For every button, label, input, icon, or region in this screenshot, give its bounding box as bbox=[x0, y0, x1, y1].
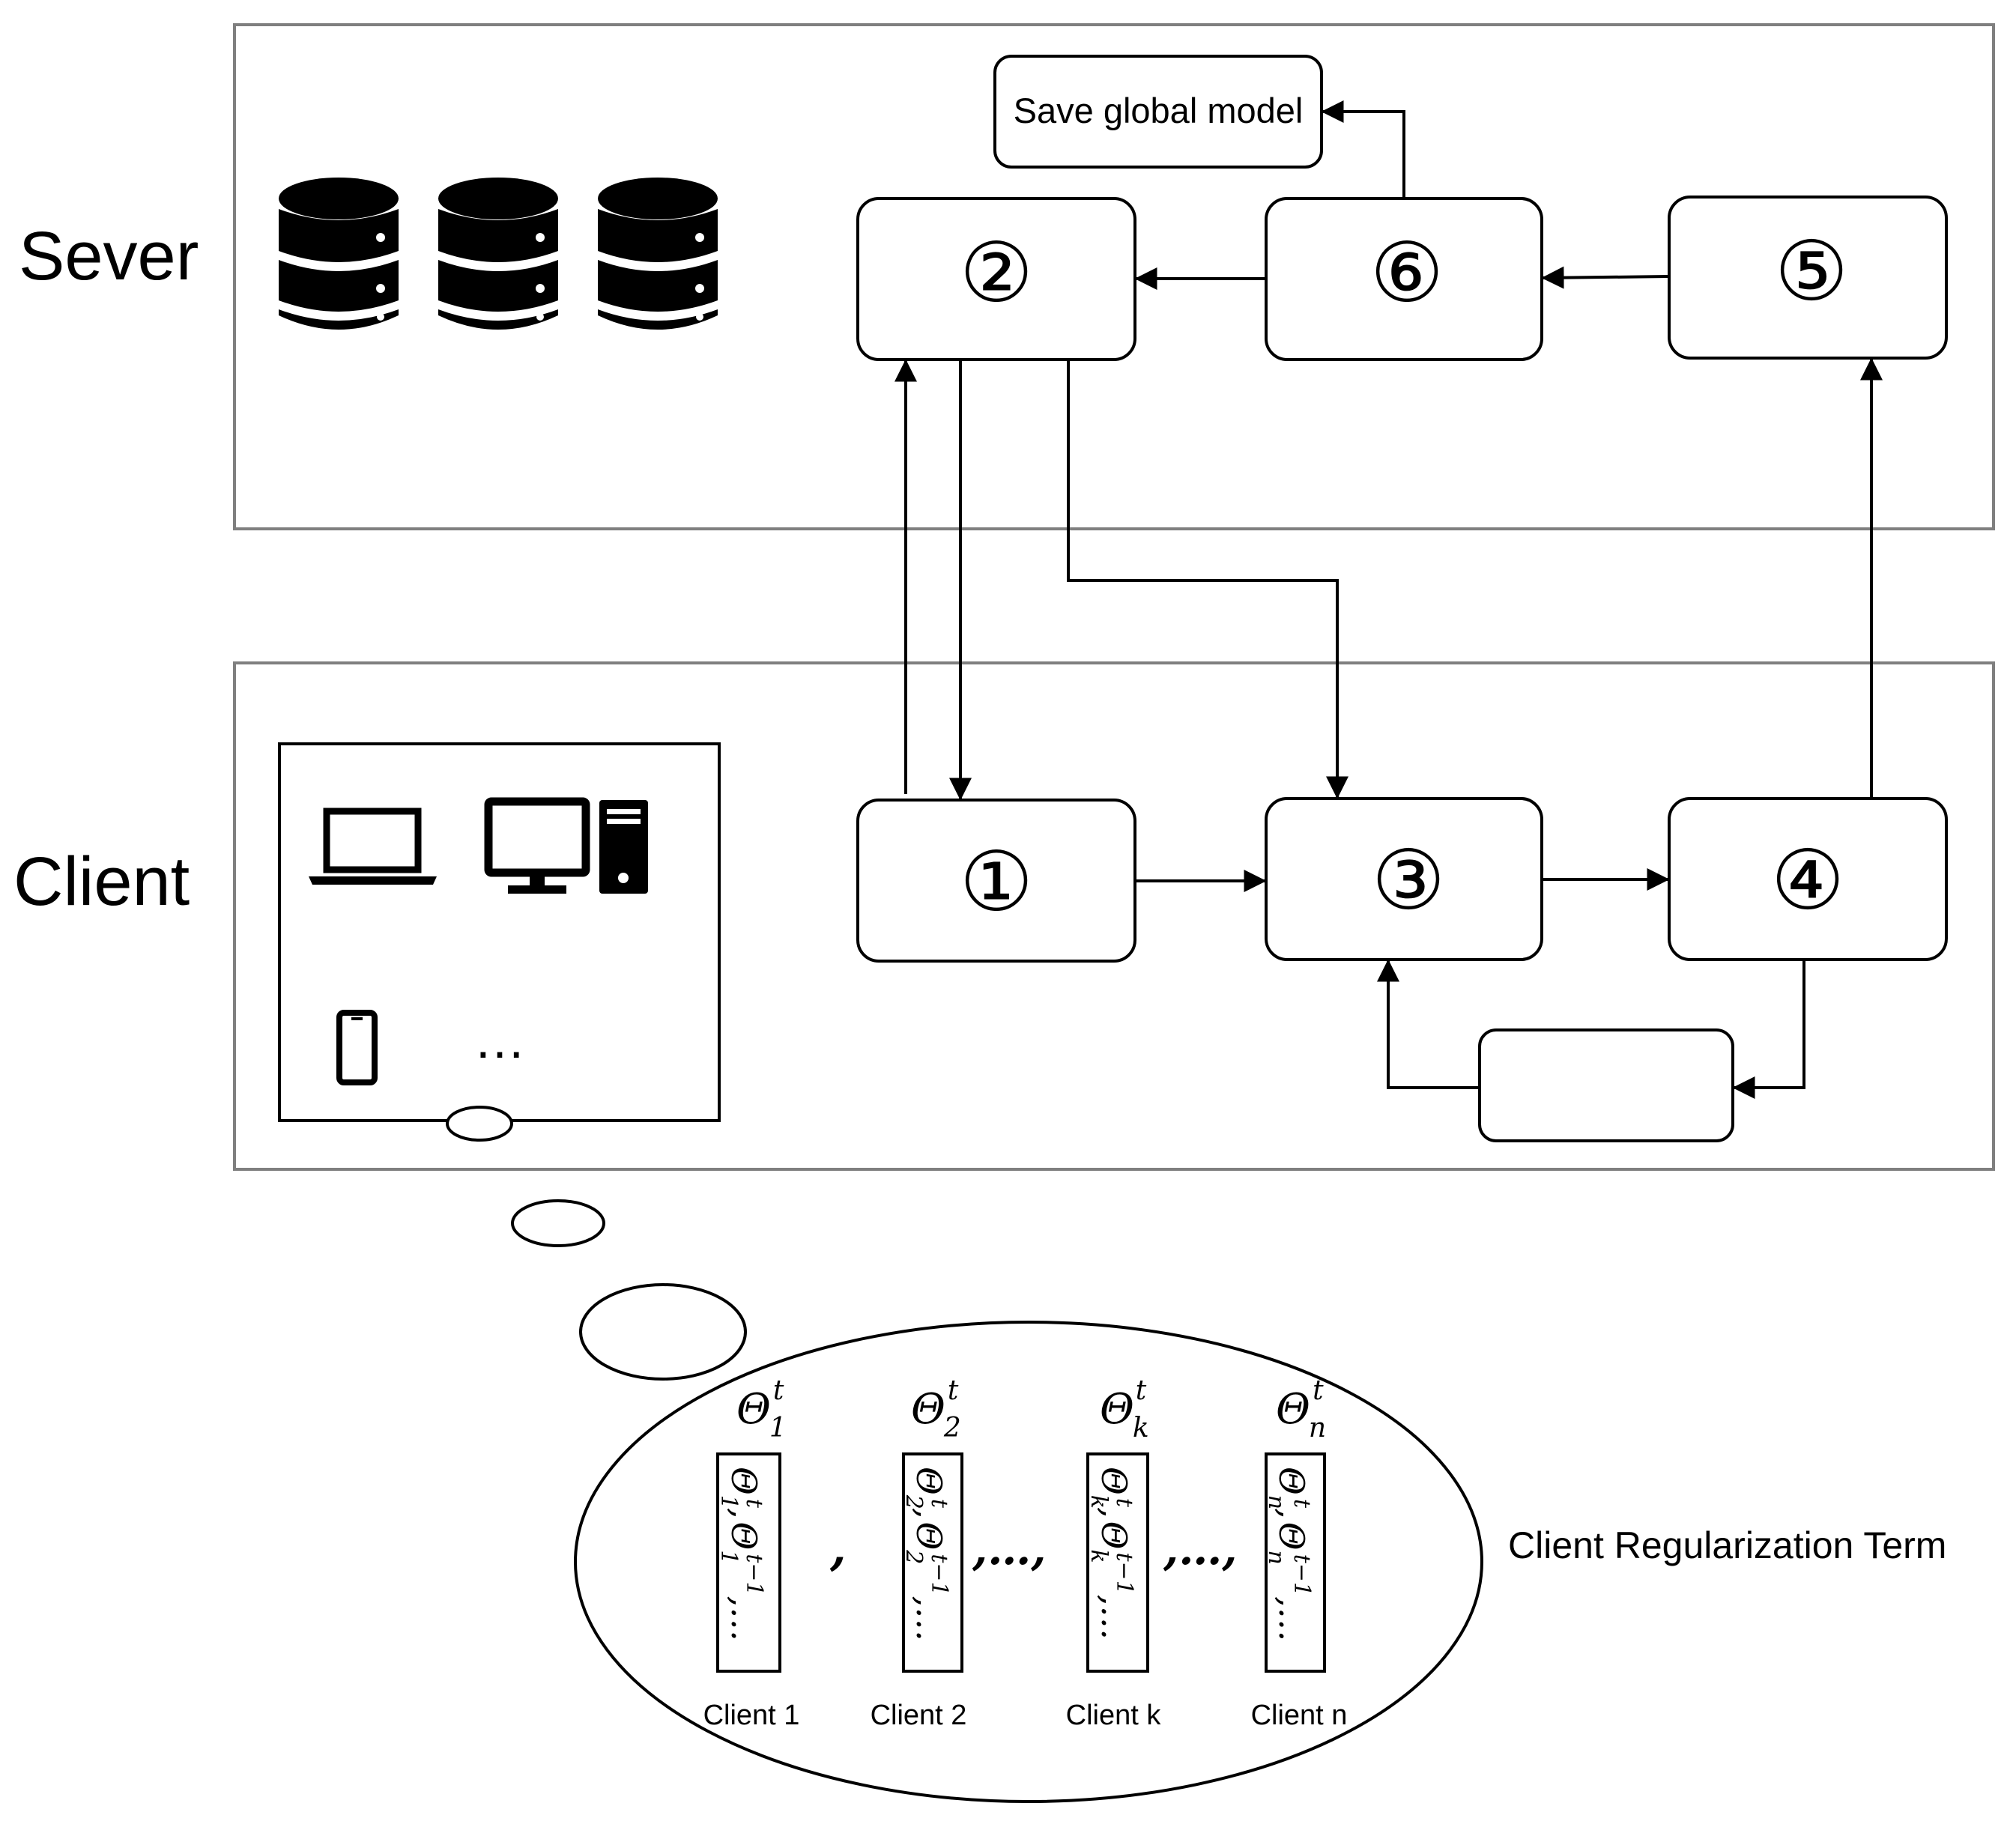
step-3-label: ③ bbox=[1372, 832, 1446, 928]
client-frame bbox=[233, 661, 1995, 1171]
separator-3: ,…, bbox=[1163, 1524, 1237, 1575]
save-global-model-label: Save global model bbox=[1014, 91, 1304, 130]
param-vector-2: Θ2t,Θ2t−1,… bbox=[900, 1467, 952, 1641]
theta-header-n: Θnt bbox=[1276, 1375, 1326, 1443]
client-column-k: Θkt Θkt,Θkt−1,… Client k bbox=[1066, 1375, 1162, 1731]
client-column-2: Θ2t Θ2t,Θ2t−1,… Client 2 bbox=[871, 1375, 967, 1731]
server-label: Sever bbox=[19, 218, 199, 294]
mobile-phone-icon bbox=[336, 1010, 378, 1085]
laptop-icon bbox=[309, 808, 437, 885]
client-label-n: Client n bbox=[1251, 1700, 1348, 1731]
database-icon-1 bbox=[279, 178, 399, 330]
param-vector-n: Θnt,Θnt−1,… bbox=[1263, 1467, 1315, 1642]
arrow-6-to-save bbox=[1321, 100, 1405, 199]
arrow-feedback-to-3 bbox=[1377, 959, 1480, 1089]
client-label: Client bbox=[13, 843, 190, 920]
database-icon-3 bbox=[598, 178, 718, 330]
param-vector-box-2 bbox=[902, 1452, 963, 1673]
client-column-1: Θ1t Θ1t,Θ1t−1,… Client 1 bbox=[703, 1375, 800, 1731]
connectors bbox=[895, 100, 1883, 1099]
param-vector-box-1 bbox=[716, 1452, 781, 1673]
param-vector-box-n bbox=[1265, 1452, 1326, 1673]
client-label-2: Client 2 bbox=[871, 1700, 967, 1731]
arrow-5-to-6 bbox=[1541, 266, 1670, 289]
step-2-label: ② bbox=[960, 225, 1034, 321]
server-frame bbox=[233, 23, 1995, 530]
client-label-k: Client k bbox=[1066, 1700, 1162, 1731]
arrow-4-to-feedback bbox=[1732, 960, 1805, 1099]
arrow-2-to-3 bbox=[1067, 361, 1348, 799]
thought-bubble-large bbox=[579, 1283, 747, 1381]
theta-header-k: Θkt bbox=[1100, 1375, 1149, 1443]
regularization-title: Client Regularization Term bbox=[1508, 1524, 1946, 1566]
feedback-box bbox=[1478, 1028, 1734, 1142]
step-6-label: ⑥ bbox=[1370, 225, 1444, 321]
step-1-label: ① bbox=[960, 834, 1034, 930]
separator-2: ,…, bbox=[972, 1524, 1046, 1575]
client-label-1: Client 1 bbox=[703, 1700, 800, 1731]
more-devices-ellipsis: … bbox=[473, 1011, 526, 1069]
regularization-bubble bbox=[574, 1321, 1483, 1803]
separator-1: , bbox=[829, 1521, 847, 1575]
thought-bubble-small bbox=[446, 1106, 513, 1142]
theta-header-2: Θ2t bbox=[911, 1375, 961, 1443]
param-vector-box-k bbox=[1086, 1452, 1149, 1673]
step-5-label: ⑤ bbox=[1775, 223, 1849, 319]
param-vector-k: Θkt,Θkt−1,… bbox=[1086, 1467, 1137, 1640]
thought-bubble-medium bbox=[511, 1199, 605, 1247]
theta-header-1: Θ1t bbox=[736, 1375, 787, 1443]
param-vector-1: Θ1t,Θ1t−1,… bbox=[715, 1467, 767, 1641]
desktop-computer-icon bbox=[484, 797, 648, 894]
client-column-n: Θnt Θnt,Θnt−1,… Client n bbox=[1251, 1375, 1348, 1731]
database-icon-2 bbox=[438, 178, 558, 330]
step-4-label: ④ bbox=[1771, 832, 1845, 928]
